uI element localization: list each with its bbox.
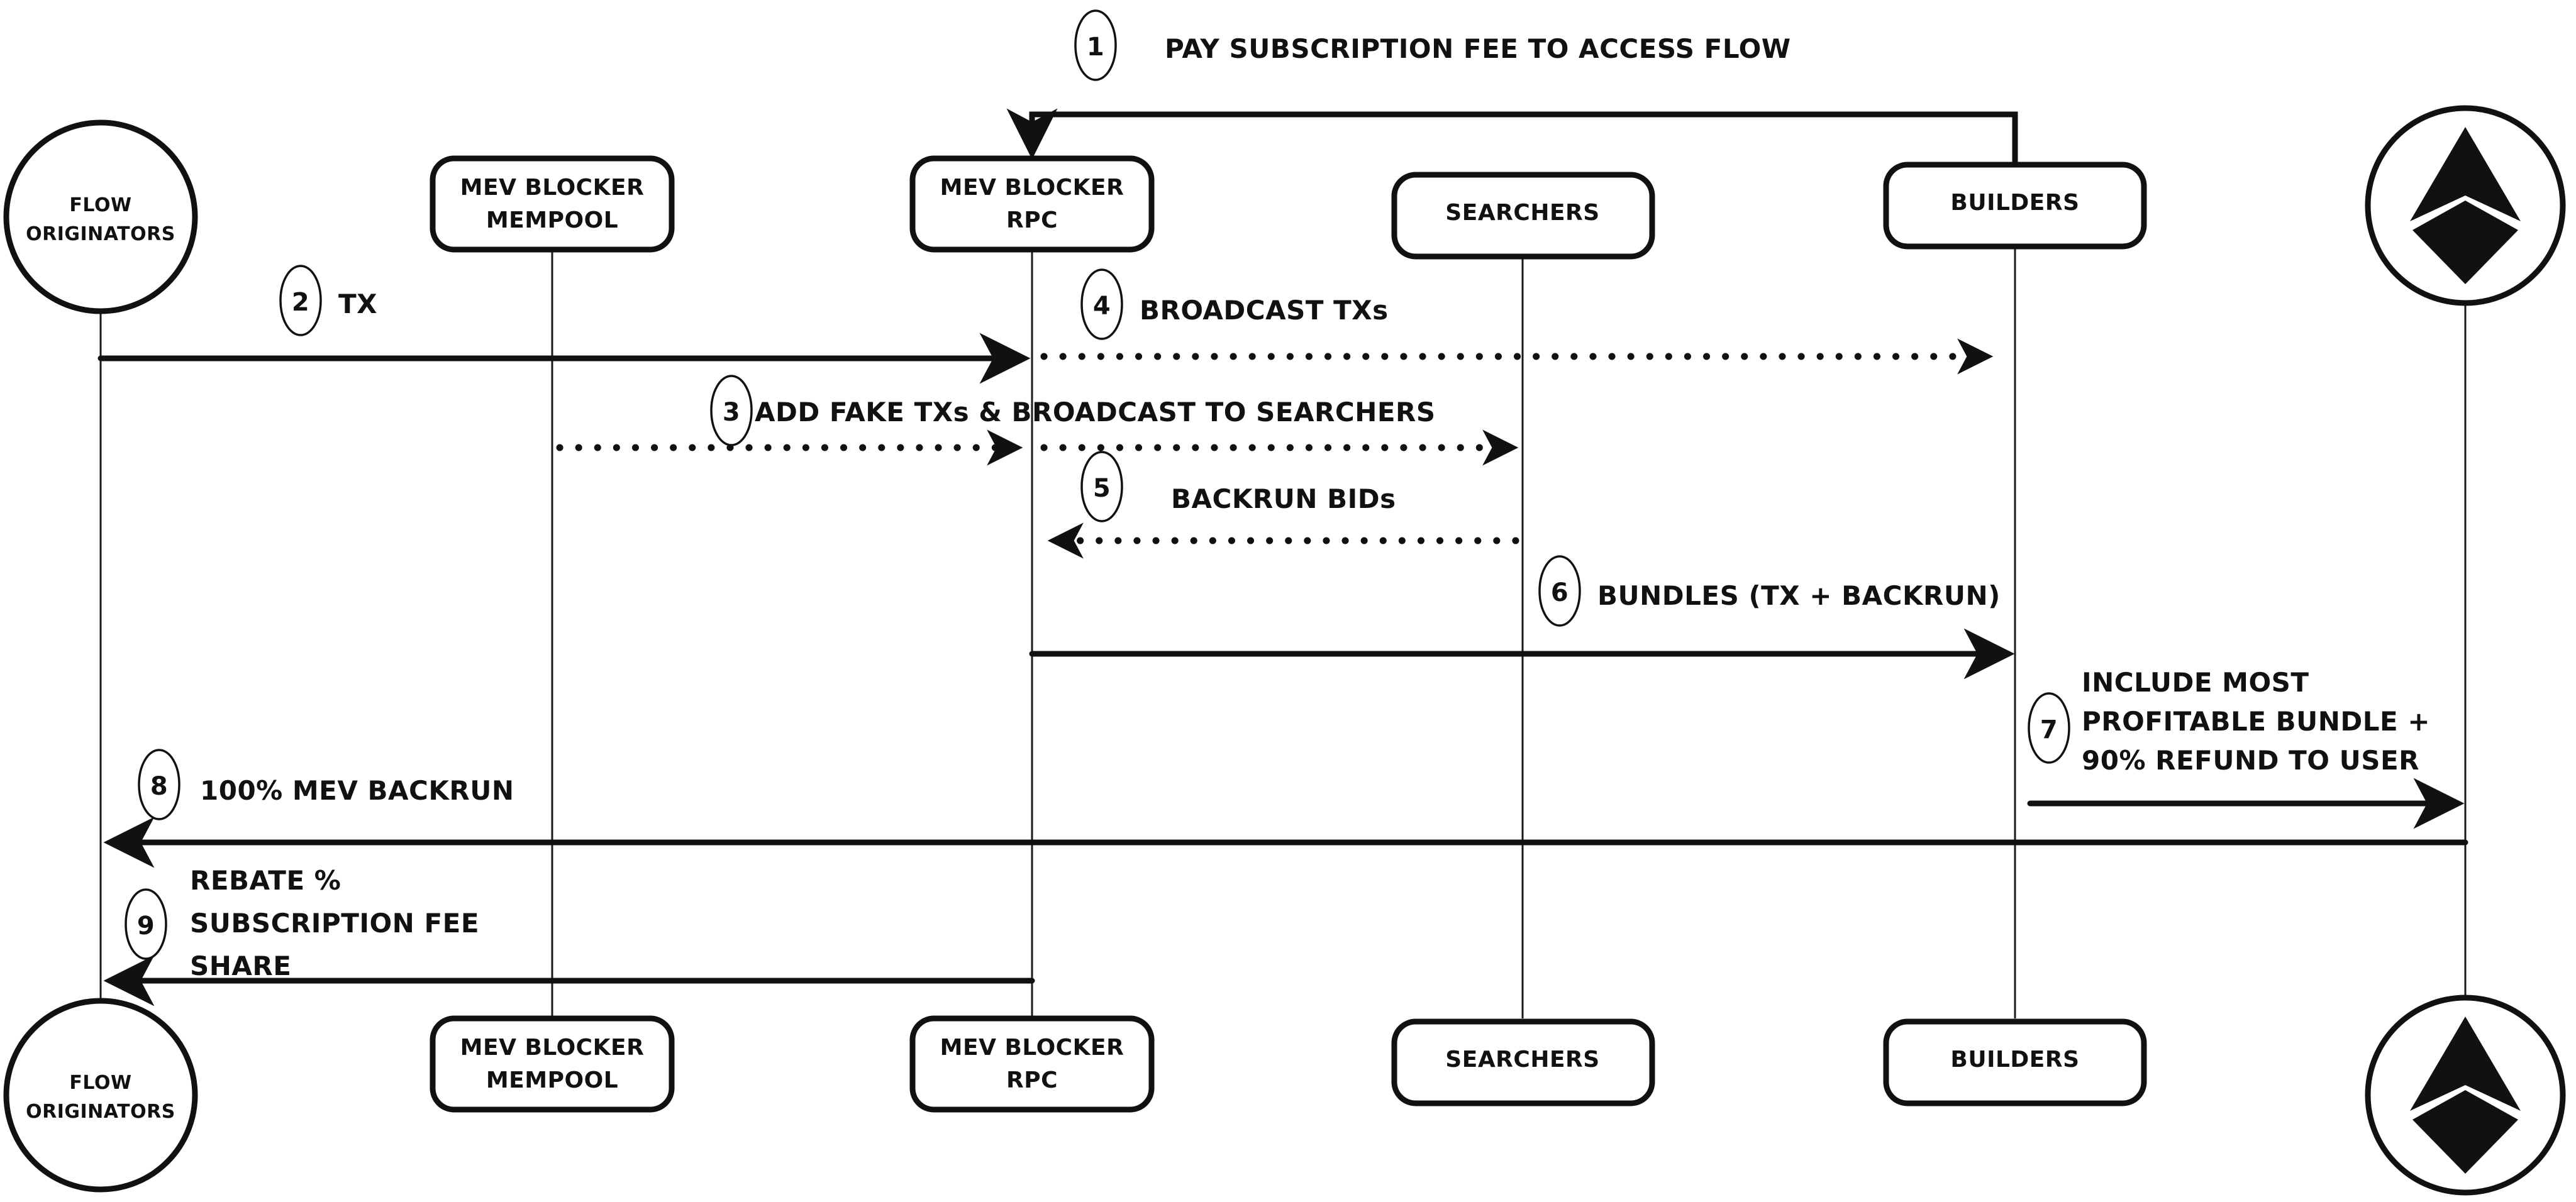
participant-shape	[430, 155, 675, 253]
message-6[interactable]: 6 BUNDLES (TX + BACKRUN)	[1029, 555, 2015, 680]
message-2[interactable]: 2 TX	[97, 265, 1031, 384]
step-badge-6	[1538, 555, 1581, 627]
message-label-5: BACKRUN BIDs	[1171, 483, 1396, 514]
message-label-9-line3: SHARE	[190, 951, 291, 981]
message-1[interactable]: 1 PAY SUBSCRIPTION FEE TO ACCESS FLOW	[1006, 9, 2018, 168]
step-badge-9	[125, 888, 167, 960]
message-label-9-line1: REBATE %	[190, 865, 341, 896]
step-number-3: 3	[723, 398, 740, 427]
message-9[interactable]: 9 REBATE % SUBSCRIPTION FEE SHARE	[103, 865, 1035, 1006]
participant-label-line2: RPC	[1006, 1067, 1058, 1093]
participant-ethereum[interactable]	[2365, 105, 2566, 306]
participant-mev-blocker-mempool[interactable]: MEV BLOCKER MEMPOOL	[430, 155, 675, 253]
message-label-6: BUNDLES (TX + BACKRUN)	[1597, 580, 2001, 611]
message-label-4: BROADCAST TXs	[1140, 295, 1389, 326]
participant-label-line1: SEARCHERS	[1445, 200, 1599, 226]
step-number-4: 4	[1093, 292, 1111, 321]
message-label-3: ADD FAKE TXs & BROADCAST TO SEARCHERS	[755, 397, 1436, 427]
participant-label-line2: ORIGINATORS	[26, 223, 175, 245]
participant-builders-bottom[interactable]: BUILDERS	[1883, 1018, 2147, 1106]
message-label-7-line1: INCLUDE MOST	[2082, 667, 2309, 698]
step-badge-7	[2028, 692, 2070, 764]
participant-mev-blocker-mempool-bottom[interactable]: MEV BLOCKER MEMPOOL	[430, 1015, 675, 1113]
participant-shape	[430, 1015, 675, 1113]
message-label-9-line2: SUBSCRIPTION FEE	[190, 908, 479, 939]
participant-shape	[909, 1015, 1155, 1113]
participant-label-line2: MEMPOOL	[486, 207, 618, 233]
participant-label-line2: RPC	[1006, 207, 1058, 233]
participant-label-line1: MEV BLOCKER	[940, 175, 1124, 201]
step-badge-5	[1080, 451, 1123, 522]
participant-label-line1: BUILDERS	[1950, 1047, 2079, 1072]
message-label-1: PAY SUBSCRIPTION FEE TO ACCESS FLOW	[1165, 33, 1791, 64]
message-label-2: TX	[338, 289, 377, 319]
message-label-7-line2: PROFITABLE BUNDLE +	[2082, 706, 2430, 737]
participant-ethereum-bottom[interactable]	[2365, 995, 2566, 1196]
step-number-5: 5	[1093, 474, 1111, 503]
message-label-7-line3: 90% REFUND TO USER	[2082, 745, 2419, 776]
step-number-1: 1	[1087, 33, 1104, 62]
step-badge-3	[710, 375, 753, 446]
ethereum-icon	[2410, 127, 2521, 284]
participant-mev-blocker-rpc[interactable]: MEV BLOCKER RPC	[909, 155, 1155, 253]
participant-mev-blocker-rpc-bottom[interactable]: MEV BLOCKER RPC	[909, 1015, 1155, 1113]
participant-label-line1: BUILDERS	[1950, 190, 2079, 216]
message-4[interactable]: 4 BROADCAST TXs	[1040, 268, 1994, 375]
participant-label-line1: FLOW	[69, 1072, 131, 1094]
step-number-8: 8	[150, 772, 168, 801]
participant-label-line2: MEMPOOL	[486, 1067, 618, 1093]
message-1-arrow	[1006, 108, 2018, 168]
participant-label-line1: MEV BLOCKER	[460, 175, 645, 201]
step-badge-8	[138, 749, 180, 820]
message-label-8: 100% MEV BACKRUN	[200, 775, 514, 806]
step-badge-2	[279, 265, 322, 336]
lifelines	[99, 201, 2467, 1022]
message-8[interactable]: 8 100% MEV BACKRUN	[103, 749, 2468, 868]
participant-label-line1: MEV BLOCKER	[940, 1035, 1124, 1061]
message-5[interactable]: 5 BACKRUN BIDs	[1047, 451, 1519, 559]
message-7[interactable]: 7 INCLUDE MOST PROFITABLE BUNDLE + 90% R…	[2027, 667, 2465, 829]
participant-shape	[1391, 172, 1655, 260]
participant-searchers[interactable]: SEARCHERS	[1391, 172, 1655, 260]
participant-shape	[1391, 1018, 1655, 1106]
participant-searchers-bottom[interactable]: SEARCHERS	[1391, 1018, 1655, 1106]
participant-shape	[909, 155, 1155, 253]
participant-shape	[1883, 1018, 2147, 1106]
step-number-6: 6	[1551, 578, 1568, 607]
participant-label-line1: MEV BLOCKER	[460, 1035, 645, 1061]
ethereum-icon	[2410, 1017, 2521, 1174]
participant-flow-originators[interactable]: FLOW ORIGINATORS	[3, 119, 198, 314]
participant-label-line1: FLOW	[69, 194, 131, 216]
participant-label-line1: SEARCHERS	[1445, 1047, 1599, 1072]
step-badge-1	[1074, 9, 1117, 81]
participant-shape	[3, 119, 198, 314]
step-number-9: 9	[137, 912, 155, 940]
participant-flow-originators-bottom[interactable]: FLOW ORIGINATORS	[3, 998, 198, 1193]
step-number-2: 2	[292, 288, 309, 317]
message-3[interactable]: 3 ADD FAKE TXs & BROADCAST TO SEARCHERS	[556, 375, 1519, 466]
step-badge-4	[1080, 268, 1123, 340]
participant-builders[interactable]: BUILDERS	[1883, 162, 2147, 250]
participant-label-line2: ORIGINATORS	[26, 1101, 175, 1123]
step-number-7: 7	[2040, 715, 2058, 744]
participant-shape	[3, 998, 198, 1193]
